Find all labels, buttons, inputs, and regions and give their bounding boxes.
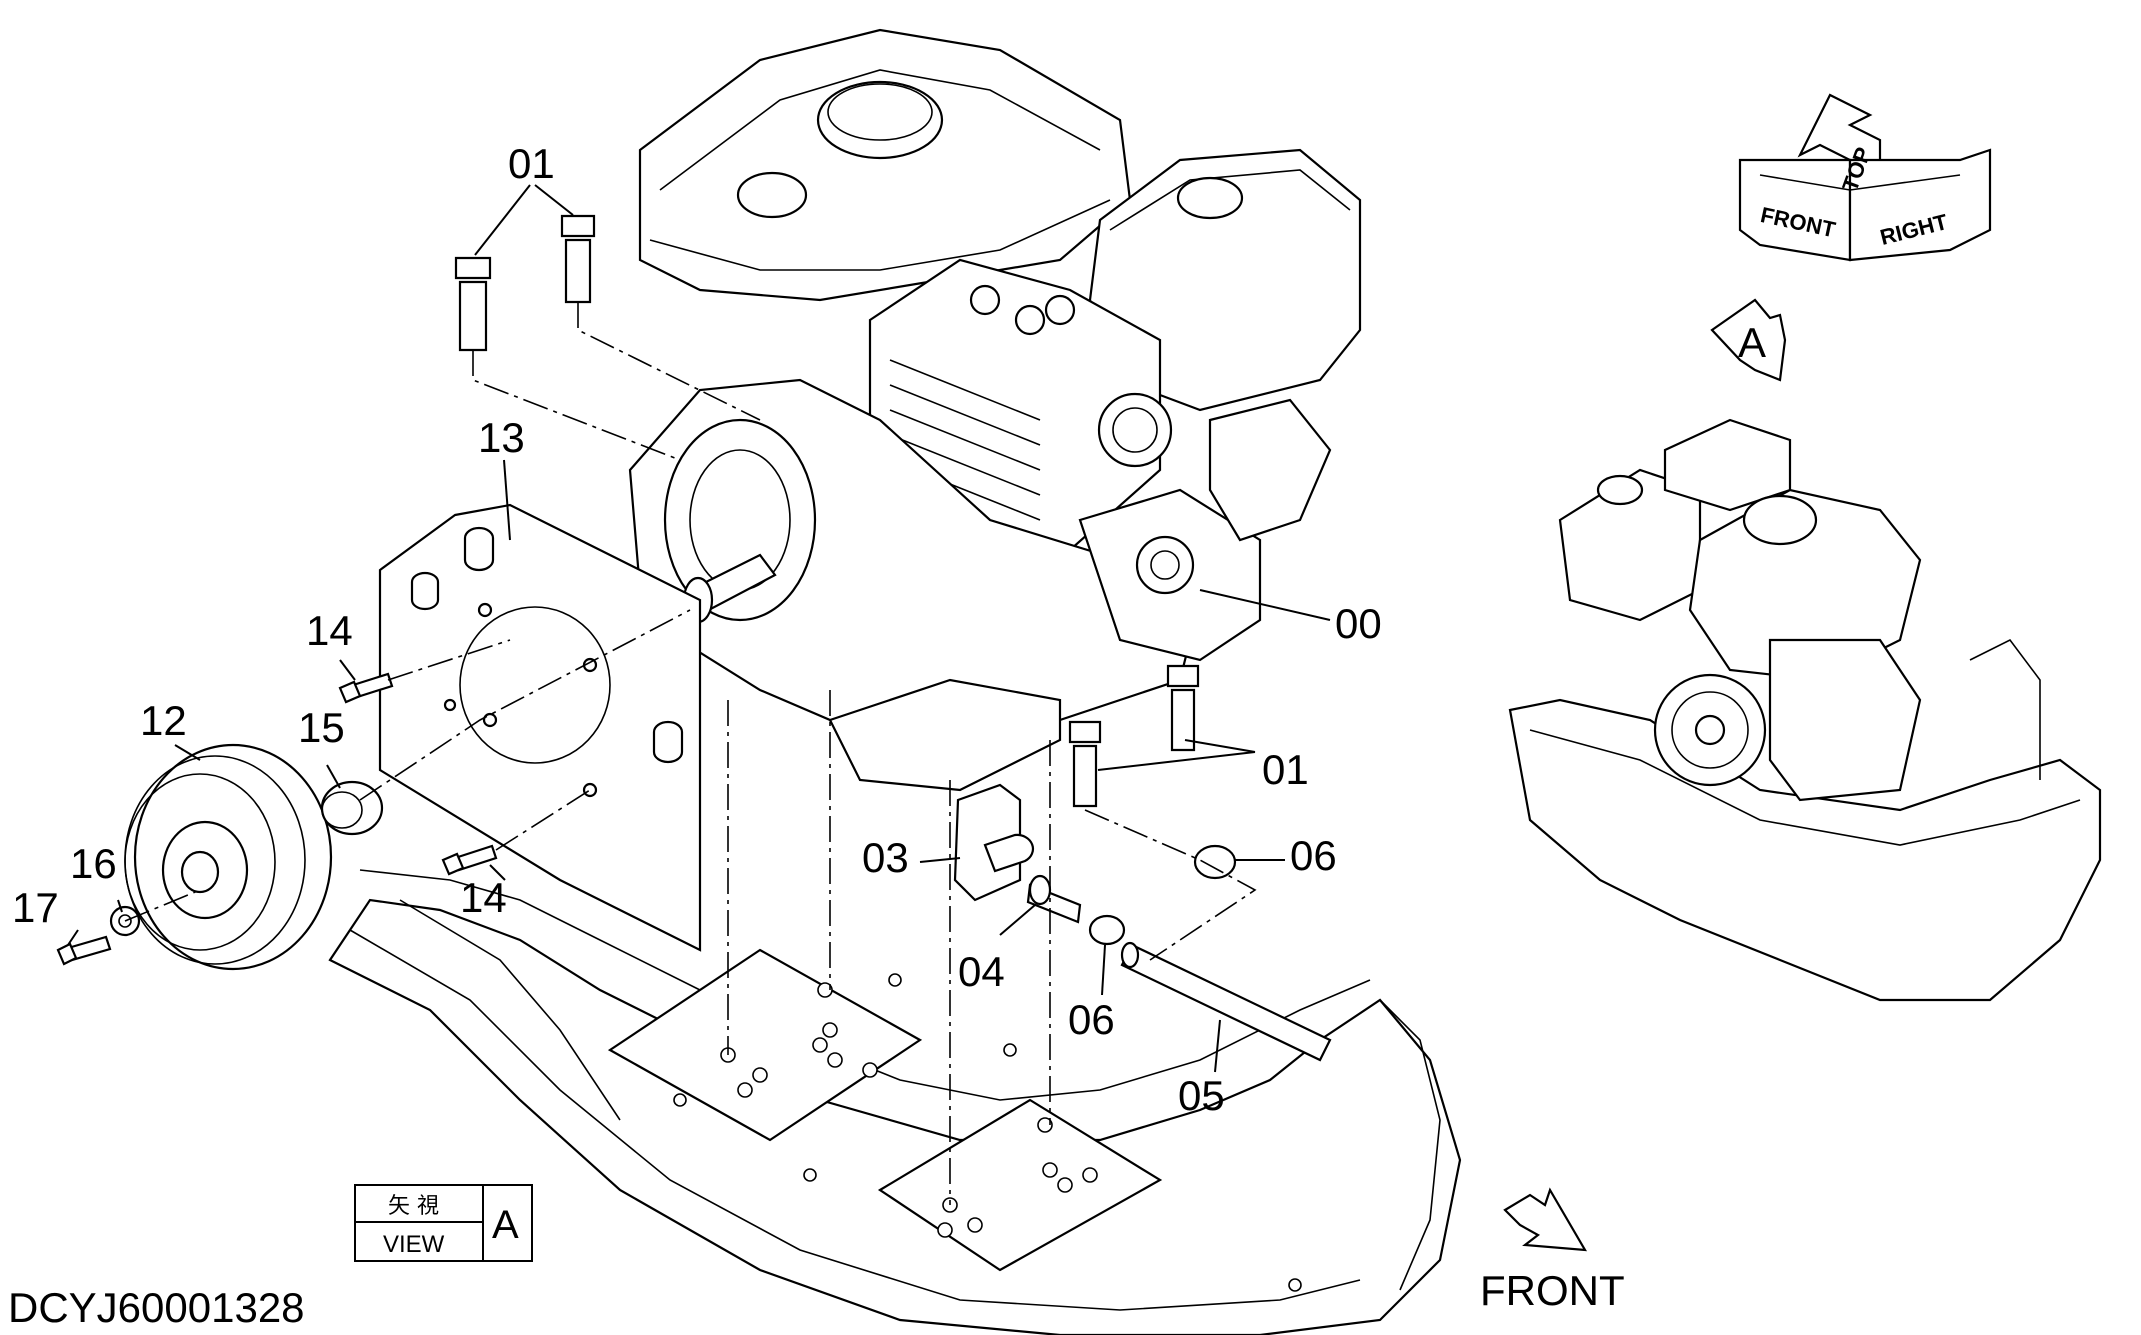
callout-00: 00 [1335, 600, 1382, 647]
view-marker-letter: A [1738, 319, 1766, 366]
callouts: 01 13 14 12 15 16 17 14 00 01 06 03 04 0… [12, 140, 1382, 1119]
view-a-label: VIEW [383, 1231, 445, 1258]
fuel-tank [638, 28, 1132, 302]
alignment-lines [124, 302, 1257, 1205]
view-marker-a: A [1710, 298, 1787, 382]
engine [628, 28, 1362, 792]
crank-cover [663, 418, 817, 622]
orientation-cube: FRONT TOP RIGHT [1738, 93, 1992, 262]
plate-opening [459, 606, 611, 764]
bolts-01-right [1068, 664, 1200, 808]
pulley [124, 743, 333, 971]
drain-fitting-04 [1026, 874, 1082, 924]
base-frame [328, 869, 1462, 1335]
callout-01-right: 01 [1262, 746, 1309, 793]
view-a-legend: 矢 視 VIEW A [354, 1184, 533, 1262]
air-cleaner-knob [1176, 176, 1244, 220]
leader-lines [67, 184, 1331, 1073]
bolt-14-upper [338, 672, 394, 704]
front-direction-arrow: FRONT [1480, 1187, 1625, 1314]
mount-plate [378, 503, 702, 952]
front-arrow-label: FRONT [1480, 1267, 1625, 1314]
mount-pad-left [607, 948, 923, 1142]
drain-bracket-03 [953, 783, 1035, 902]
callout-06-lower: 06 [1068, 996, 1115, 1043]
view-a-letter: A [492, 1203, 519, 1247]
callout-16: 16 [70, 840, 117, 887]
callout-14-lower: 14 [460, 874, 507, 921]
drain-hose-05 [1120, 941, 1332, 1062]
engine-base [828, 678, 1062, 792]
callout-04: 04 [958, 948, 1005, 995]
clamp-06-lower [1088, 914, 1126, 946]
bolt-17 [56, 935, 112, 966]
bolt-14-lower [441, 844, 498, 876]
callout-15: 15 [298, 704, 345, 751]
collar-15 [320, 780, 384, 836]
bolts-01-top [454, 214, 596, 352]
callout-13: 13 [478, 414, 525, 461]
fuel-cap [816, 80, 944, 160]
callout-06-right: 06 [1290, 832, 1337, 879]
callout-03: 03 [862, 834, 909, 881]
view-a-kanji: 矢 視 [388, 1194, 439, 1219]
callout-17: 17 [12, 884, 59, 931]
clamp-06-upper [1193, 844, 1237, 880]
callout-12: 12 [140, 697, 187, 744]
drawing-number: DCYJ60001328 [8, 1284, 305, 1331]
callout-01-top: 01 [508, 140, 555, 187]
callout-05: 05 [1178, 1072, 1225, 1119]
assembled-view [1508, 418, 2102, 1002]
callout-14-upper: 14 [306, 607, 353, 654]
